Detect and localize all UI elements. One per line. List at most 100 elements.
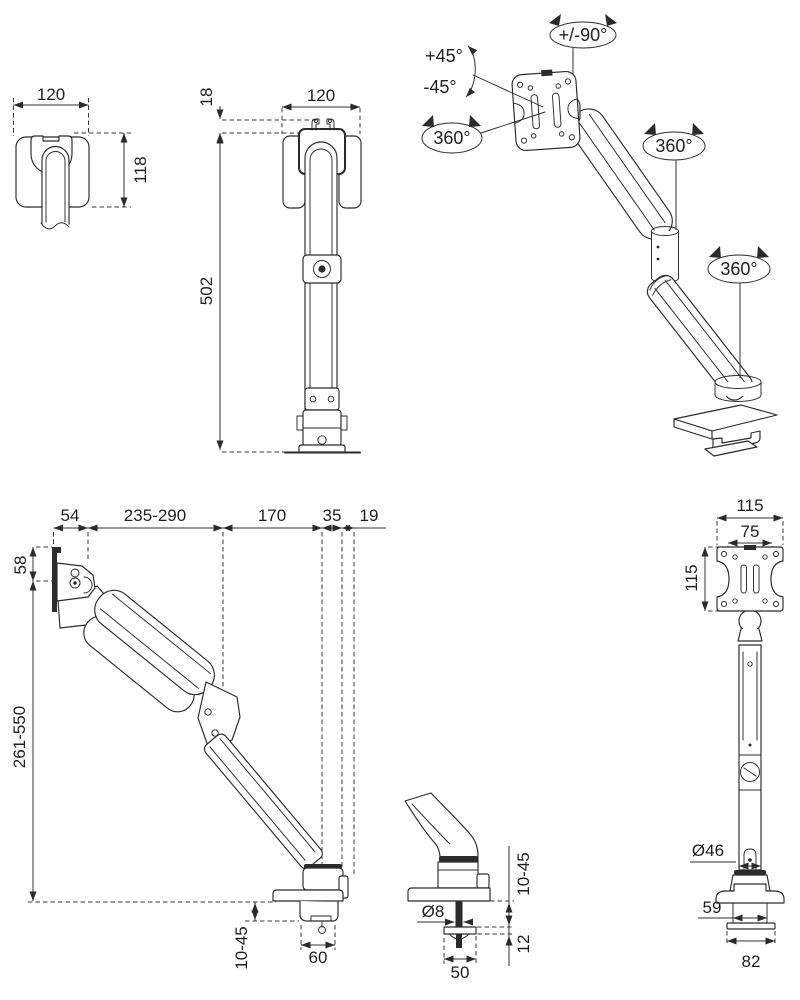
vesa-plate-back xyxy=(716,546,784,612)
elbow-housing-side xyxy=(197,681,241,747)
release-hook-side xyxy=(52,547,61,557)
grommet-bolt-end xyxy=(456,934,462,948)
lower-arm-perspective xyxy=(646,274,753,401)
dim-label-clamp-top-width: 120 xyxy=(37,85,65,104)
release-hook-right xyxy=(326,118,335,131)
vesa-hole xyxy=(732,554,738,560)
vesa-waist-lines xyxy=(512,98,580,124)
swivel-ellipse xyxy=(549,21,617,49)
vesa-hole xyxy=(527,85,534,91)
vesa-hole xyxy=(517,81,524,88)
vesa-hole xyxy=(772,600,780,608)
rotation-arrowhead xyxy=(644,123,656,135)
joint-screw xyxy=(309,395,317,403)
arm-stub-seam xyxy=(411,803,451,845)
vesa-hole xyxy=(772,550,780,558)
pole-tube-inner xyxy=(45,151,66,223)
vesa-slot-right xyxy=(753,564,760,594)
vesa-plate-edge xyxy=(52,547,57,612)
dim-label-vesa-height: 115 xyxy=(682,564,701,591)
view-perspective: +45° -45° +/-90° 360° 360° 360° xyxy=(421,14,778,457)
head-screw xyxy=(70,568,80,578)
pillar-sides xyxy=(651,230,679,279)
collar-fill xyxy=(715,382,761,396)
leader-line-vesa-rotation xyxy=(480,111,546,134)
collar-ring xyxy=(439,856,478,862)
hook-pin xyxy=(314,119,318,123)
vesa-hole xyxy=(732,598,738,604)
clamp-foot xyxy=(704,440,758,457)
rotation-arrowhead xyxy=(422,115,434,127)
dim-label-washer: 12 xyxy=(514,935,533,954)
grommet-washer xyxy=(443,926,477,935)
dim-label-upper-arm: 235-290 xyxy=(124,506,186,525)
leader-line-tilt xyxy=(472,74,544,108)
vesa-hole xyxy=(520,137,528,144)
rotation-arrowhead xyxy=(549,14,561,26)
arm-tube-front xyxy=(304,141,338,451)
elbow-pivot xyxy=(313,260,331,278)
arm-tube-inner xyxy=(309,148,333,411)
dim-label-plate: 58 xyxy=(11,556,30,575)
arm-column-back xyxy=(738,644,762,871)
elbow-rotation-ellipse xyxy=(642,131,706,161)
label-rotate-elbow: 360° xyxy=(655,136,692,156)
dim-label-height-range: 261-550 xyxy=(10,706,29,768)
pillar-screw xyxy=(656,245,660,249)
base-rotation-ellipse xyxy=(707,254,771,284)
label-tilt-up: +45° xyxy=(425,46,463,66)
arm-upper-cover xyxy=(94,589,215,696)
release-hook-left xyxy=(311,118,320,131)
base-foot xyxy=(726,922,776,930)
joint-neck xyxy=(737,628,763,642)
base-side-tab xyxy=(340,415,348,431)
base-foot-front xyxy=(298,444,346,453)
rotation-arrowhead xyxy=(757,246,769,258)
label-swivel: +/-90° xyxy=(559,25,608,45)
dim-label-base: 82 xyxy=(742,952,761,971)
hook-pin xyxy=(328,119,332,123)
riser-collar-side xyxy=(302,867,344,891)
base-plate-side xyxy=(272,889,344,902)
dim-label-vesa-width: 115 xyxy=(736,496,763,515)
dim-label-neck: 59 xyxy=(703,898,722,917)
dim-label-bolt: Ø8 xyxy=(422,902,445,921)
riser-body xyxy=(437,861,479,889)
column-notch xyxy=(743,848,757,871)
dim-label-clamp-range: 10-45 xyxy=(232,926,251,969)
pillar-fill xyxy=(651,231,679,278)
elbow-screw xyxy=(204,708,212,716)
joint-screw xyxy=(327,395,335,403)
head-pivot xyxy=(69,577,81,589)
base-side-tab xyxy=(296,415,304,431)
column-inner-lines xyxy=(742,651,758,741)
release-tab xyxy=(744,545,756,550)
base-plate xyxy=(407,887,491,902)
dim-label-front-width: 120 xyxy=(307,86,335,105)
column-pin xyxy=(748,743,752,747)
label-rotate-base: 360° xyxy=(720,259,757,279)
vesa-slot-left xyxy=(740,564,747,594)
lower-arm-tube-side xyxy=(203,733,323,870)
pillar-screw xyxy=(656,257,660,261)
base-flange xyxy=(715,883,785,904)
dim-label-base-depth: 35 xyxy=(323,506,342,525)
release-tab xyxy=(541,69,553,77)
clamp-front-face xyxy=(673,418,713,440)
arm-cover-seams xyxy=(578,114,666,231)
vesa-hole xyxy=(720,600,728,608)
rotation-arrowhead xyxy=(605,14,617,26)
column-band-lines xyxy=(738,754,762,791)
label-rotate-vesa: 360° xyxy=(433,128,470,148)
vesa-hole xyxy=(568,134,575,141)
view-back: 115 75 115 xyxy=(682,496,785,971)
vesa-hole xyxy=(531,133,537,139)
vesa-hole xyxy=(762,598,768,604)
view-clamp-top: 120 118 xyxy=(13,85,150,230)
upper-arm-perspective xyxy=(569,108,673,240)
elbow-pivot-screw xyxy=(318,265,326,273)
clamp-knob xyxy=(318,926,326,934)
cover-seams xyxy=(100,593,211,689)
